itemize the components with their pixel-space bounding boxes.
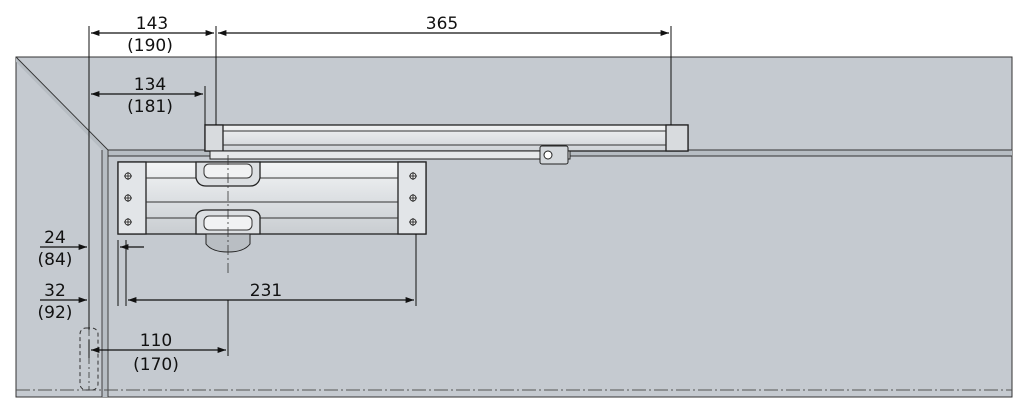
dim-365-value: 365 — [426, 14, 458, 34]
dim-231-value: 231 — [250, 281, 282, 301]
connecting-arm — [209, 145, 571, 165]
dim-110-value: 110 — [140, 331, 172, 351]
dim-24-alt: (84) — [38, 250, 73, 270]
dim-24-value: 24 — [44, 228, 66, 248]
slide-channel-end-left — [204, 124, 224, 152]
slide-channel-body — [204, 124, 689, 152]
dimension-labels: 143 (190) 365 134 (181) 24 (84) 32 (92) … — [38, 14, 459, 375]
dim-32-value: 32 — [44, 281, 66, 301]
dim-143-value: 143 — [136, 14, 168, 34]
dim-143-alt: (190) — [127, 36, 173, 56]
dimension-lines — [40, 26, 672, 358]
slide-channel — [204, 124, 689, 152]
dim-110-alt: (170) — [133, 355, 179, 375]
slider-block — [539, 145, 569, 165]
mounting-screws-left — [124, 172, 132, 226]
dim-134-alt: (181) — [127, 97, 173, 117]
slide-channel-end-right — [665, 124, 689, 152]
door-closer-body — [117, 155, 427, 275]
dim-134-value: 134 — [134, 75, 166, 95]
mounting-screws-right — [409, 172, 417, 226]
dim-32-alt: (92) — [38, 303, 73, 323]
closer-housing — [117, 161, 427, 235]
